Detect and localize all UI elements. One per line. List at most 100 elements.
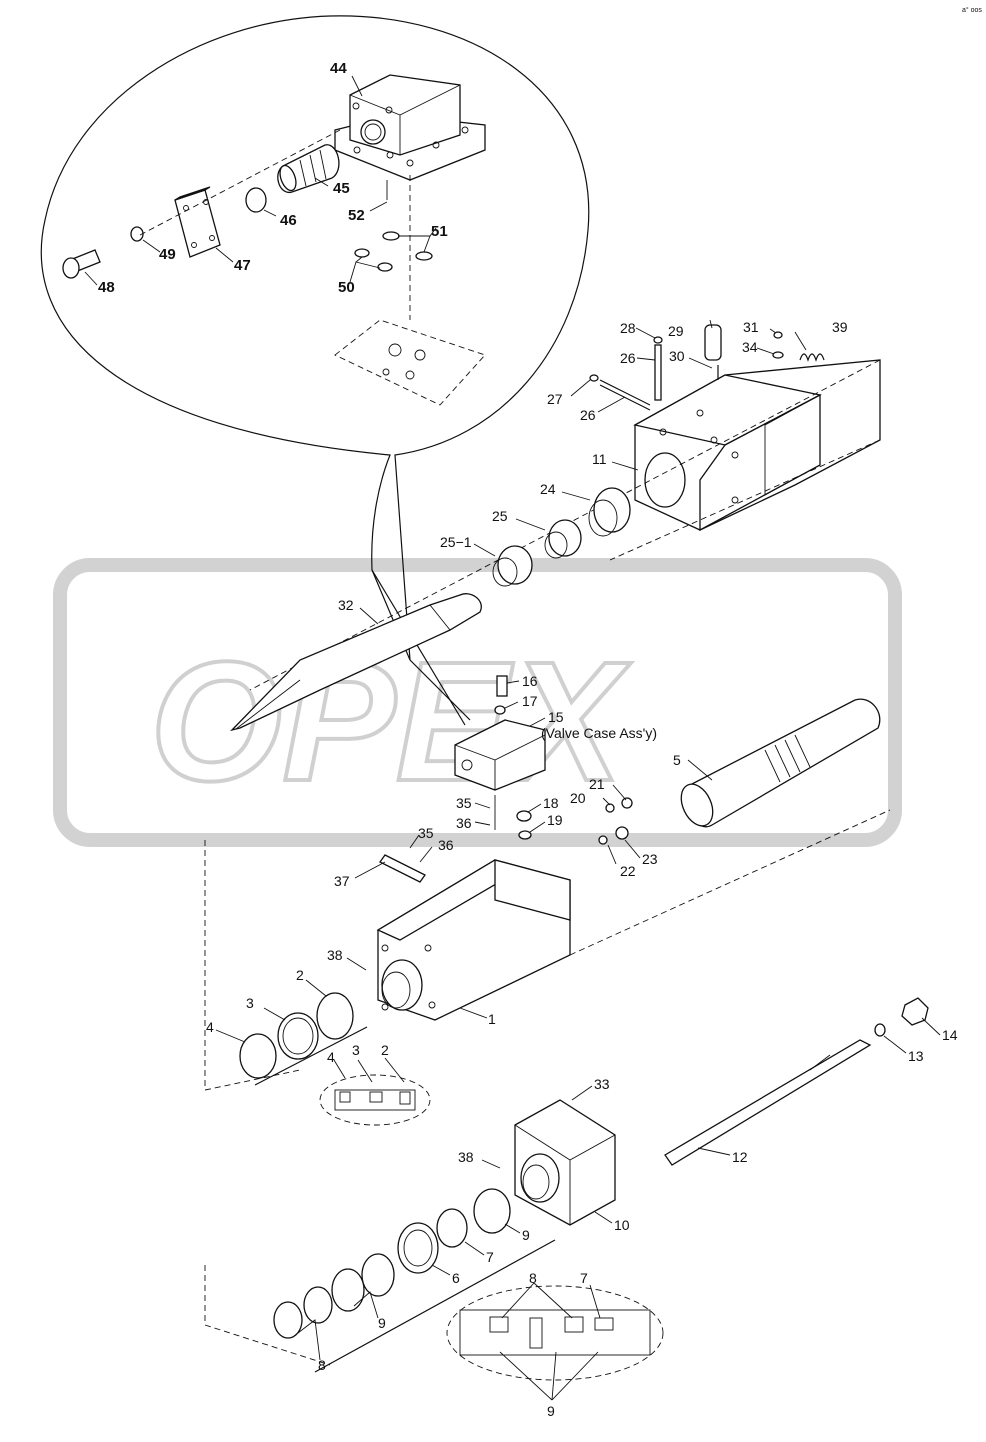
part-51-o-ring-b [415, 251, 433, 261]
part-2-seal [316, 992, 354, 1040]
callout-25-1: 25−1 [440, 534, 472, 550]
part-1-cylinder [376, 859, 571, 1021]
callout-2-detail: 2 [381, 1042, 389, 1058]
part-50-o-ring-a [354, 248, 370, 258]
callout-11: 11 [592, 451, 607, 467]
callout-14: 14 [942, 1027, 958, 1043]
corner-mark: a° oos [962, 6, 982, 14]
part-22-o-ring [598, 835, 608, 845]
part-20-o-ring [605, 803, 615, 813]
callout-46: 46 [280, 212, 297, 229]
callout-18: 18 [543, 795, 559, 811]
part-39-spring [799, 353, 825, 362]
leader-lines [84, 75, 941, 1401]
callout-44: 44 [330, 60, 347, 77]
part-5-piston [680, 698, 881, 828]
part-47-cover-plate [174, 186, 221, 258]
seal-detail-lower [446, 1285, 664, 1381]
gasket-outline [334, 319, 486, 406]
callout-16: 16 [522, 673, 538, 689]
callout-8-detail: 8 [529, 1270, 537, 1286]
callout-23: 23 [642, 851, 658, 867]
callout-32: 32 [338, 597, 354, 613]
part-51-o-ring-a [382, 231, 400, 241]
callout-26-bottom: 26 [580, 407, 596, 423]
seal-group-bracket-lower [314, 1239, 556, 1373]
callout-35-lower: 35 [418, 825, 434, 841]
part-26-rod-vertical [654, 344, 662, 401]
callout-8-left: 8 [318, 1357, 326, 1373]
callout-15: 15 [548, 709, 564, 725]
part-16-bolt [496, 675, 508, 697]
part-50-o-ring-b [377, 262, 393, 272]
callout-4-detail: 4 [327, 1049, 335, 1065]
callout-35-upper: 35 [456, 795, 472, 811]
part-8-seal-a [303, 1286, 333, 1324]
callout-33: 33 [594, 1076, 610, 1092]
part-24-seal-holder [588, 487, 631, 537]
callout-30: 30 [669, 348, 685, 364]
part-26-rod-diagonal [599, 379, 651, 411]
callout-3-detail: 3 [352, 1042, 360, 1058]
callout-50: 50 [338, 279, 355, 296]
part-34-washer [772, 351, 784, 359]
callout-9-right: 9 [522, 1227, 530, 1243]
seal-detail-upper [319, 1074, 431, 1126]
part-37-valve [379, 854, 426, 883]
callout-5: 5 [673, 752, 681, 768]
callout-7-left: 7 [486, 1249, 494, 1265]
part-17-washer [494, 705, 506, 715]
callout-38-upper: 38 [327, 947, 343, 963]
callout-26-top: 26 [620, 350, 636, 366]
part-48-bolt [62, 249, 101, 279]
callout-34: 34 [742, 339, 758, 355]
part-9-seal-a [473, 1188, 511, 1234]
part-6-seal-set [397, 1222, 439, 1274]
part-13-o-ring [874, 1023, 886, 1037]
part-7-seal-a [436, 1208, 468, 1248]
callout-48: 48 [98, 279, 115, 296]
part-23-plug [615, 826, 629, 840]
part-14-nut [901, 997, 929, 1026]
callout-28: 28 [620, 320, 636, 336]
callout-12: 12 [732, 1149, 748, 1165]
callout-22: 22 [620, 863, 636, 879]
part-10-back-head [514, 1099, 616, 1226]
callout-20: 20 [570, 790, 586, 806]
part-8-seal-b [273, 1301, 303, 1339]
callout-38-lower: 38 [458, 1149, 474, 1165]
callout-24: 24 [540, 481, 556, 497]
callout-47: 47 [234, 257, 251, 274]
callout-29: 29 [668, 323, 684, 339]
callout-3-upper: 3 [246, 995, 254, 1011]
callout-labels: 44 45 46 47 48 49 50 51 52 28 29 31 39 3… [98, 60, 958, 1419]
callout-27: 27 [547, 391, 563, 407]
callout-49: 49 [159, 246, 176, 263]
callout-6: 6 [452, 1270, 460, 1286]
callout-36-upper: 36 [456, 815, 472, 831]
part-19-o-ring [518, 830, 532, 840]
part-3-seal [277, 1012, 319, 1060]
callout-9-detail: 9 [547, 1403, 555, 1419]
callout-36-lower: 36 [438, 837, 454, 853]
callout-37: 37 [334, 873, 350, 889]
part-11-upper-housing [633, 359, 881, 532]
bubble-pointer-right [409, 659, 471, 721]
callout-39: 39 [832, 319, 848, 335]
callout-7-detail: 7 [580, 1270, 588, 1286]
callout-19: 19 [547, 812, 563, 828]
part-28-bolt [653, 336, 663, 344]
callout-2-upper: 2 [296, 967, 304, 983]
part-32-chisel [229, 593, 482, 732]
callout-31: 31 [743, 319, 759, 335]
callout-52: 52 [348, 207, 365, 224]
callout-10: 10 [614, 1217, 630, 1233]
part-45-sleeve [277, 144, 340, 193]
detail-bubble [40, 15, 590, 661]
callout-4-upper: 4 [206, 1019, 214, 1035]
callout-17: 17 [522, 693, 538, 709]
part-4-seal [239, 1033, 277, 1079]
part-49-washer [130, 226, 144, 242]
part-15-valve-case-assy [454, 719, 546, 791]
